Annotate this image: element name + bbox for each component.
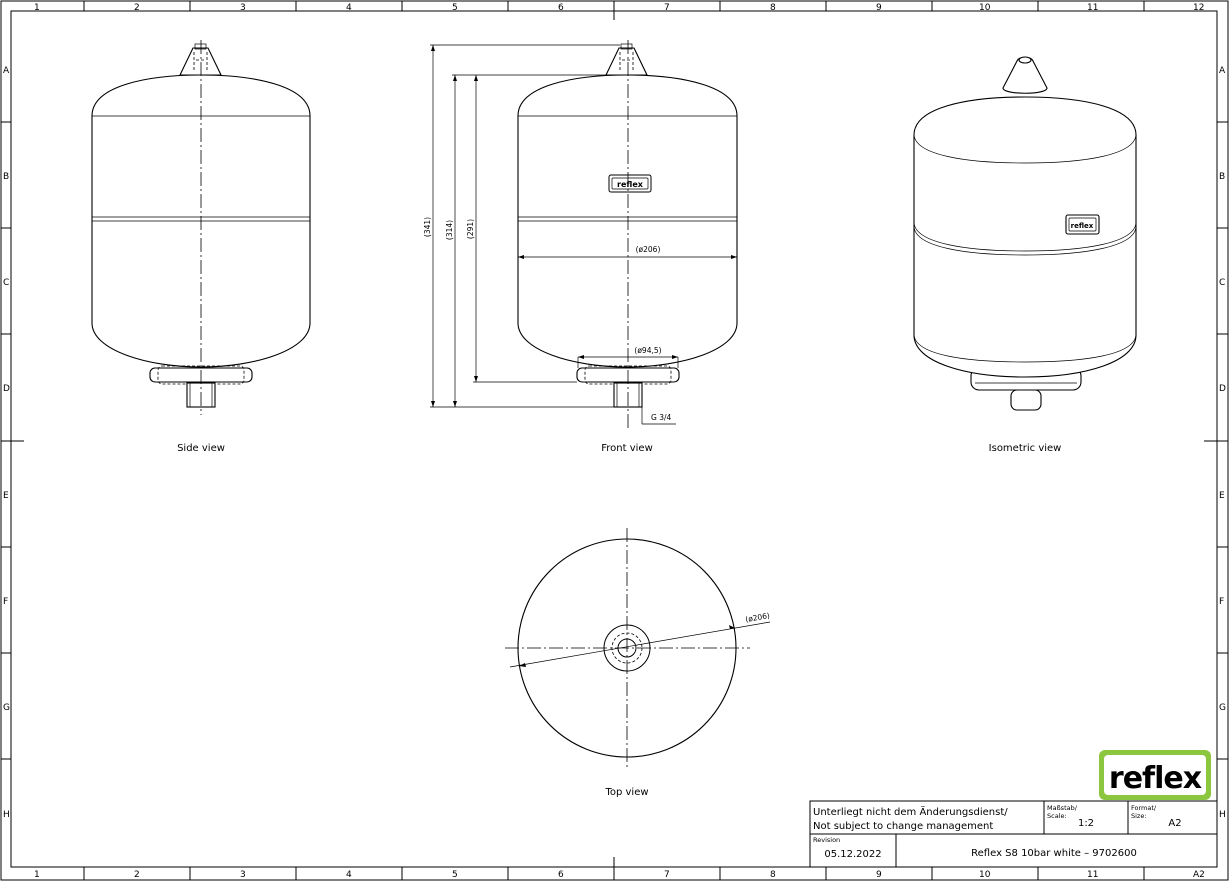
row-labels-left: A B C D E F G H [3,66,10,820]
row-labels-right: A B C D E F G H [1219,66,1226,820]
col-label: 12 [1193,3,1204,13]
row-label: F [3,597,8,607]
row-label: E [3,491,9,501]
col-label: 2 [134,870,140,880]
row-label: E [1219,491,1225,501]
row-label: D [3,384,10,394]
dim-overall-height: (341) [423,217,432,237]
row-label: H [1219,810,1226,820]
front-logo-badge-text: reflex [617,180,644,189]
reflex-logo: reflex [1099,750,1211,800]
row-label: A [3,66,10,76]
row-label: D [1219,384,1226,394]
revision-date: 05.12.2022 [824,849,881,860]
title-block [809,800,1218,868]
scale-label-en: Scale: [1047,812,1067,820]
row-label: B [1219,172,1225,182]
column-labels-top: 1 2 3 4 5 6 7 8 9 10 11 12 [34,3,1204,13]
isometric-view-label: Isometric view [989,443,1062,454]
row-label: F [1219,597,1224,607]
top-view-label: Top view [604,787,648,798]
col-label: 6 [558,870,564,880]
dim-base-diameter: (ø94,5) [634,346,661,355]
col-label: 3 [240,870,246,880]
col-label: 3 [240,3,246,13]
front-view-dimensions [430,44,737,425]
dimension-arrows [431,45,737,407]
iso-logo-badge-text: reflex [1071,222,1094,230]
top-view-drawing [505,528,771,768]
side-view-drawing [91,40,311,415]
dim-top-diameter: (ø206) [745,611,771,624]
col-label: 9 [876,3,882,13]
format-label-en: Size: [1131,812,1147,820]
row-label: B [3,172,9,182]
col-label: 10 [979,870,991,880]
col-label: 10 [979,3,991,13]
col-label: 5 [452,870,458,880]
dim-thread: G 3/4 [651,413,671,422]
format-value: A2 [1168,818,1181,829]
change-mgmt-en: Not subject to change management [813,821,993,832]
front-view-label: Front view [601,443,653,454]
scale-value: 1:2 [1078,818,1094,829]
col-label: 9 [876,870,882,880]
col-label: 11 [1087,870,1098,880]
row-label: C [1219,278,1225,288]
revision-label: Revision [813,836,840,844]
dim-diameter: (ø206) [636,245,661,254]
col-label: 4 [346,3,352,13]
col-label: 1 [34,870,40,880]
side-view-label: Side view [177,443,225,454]
change-mgmt-de: Unterliegt nicht dem Änderungsdienst/ [813,805,1008,818]
frame-row-ticks [1,121,1228,760]
col-label: 5 [452,3,458,13]
drawing-description: Reflex S8 10bar white – 9702600 [971,848,1137,859]
row-label: G [1219,703,1226,713]
col-label: 7 [664,870,670,880]
col-label: 11 [1087,3,1098,13]
row-label: H [3,810,10,820]
col-label: 4 [346,870,352,880]
row-label: C [3,278,9,288]
col-label: 7 [664,3,670,13]
row-label: G [3,703,10,713]
isometric-view-drawing: reflex [913,56,1137,411]
scale-label-de: Maßstab/ [1047,804,1078,812]
dim-height-to-valve: (314) [445,220,454,240]
logo-text: reflex [1109,761,1202,796]
dim-body-height: (291) [466,219,475,239]
col-label: 6 [558,3,564,13]
col-label: 8 [770,3,776,13]
col-label: 2 [134,3,140,13]
frame-column-ticks [83,1,1145,880]
col-label: 1 [34,3,40,13]
format-label-de: Format/ [1131,804,1157,812]
col-label: 8 [770,870,776,880]
format-corner-label: A2 [1193,870,1205,880]
front-view-drawing: reflex [517,40,738,430]
column-labels-bottom: 1 2 3 4 5 6 7 8 9 10 11 A2 [34,870,1205,880]
row-label: A [1219,66,1226,76]
